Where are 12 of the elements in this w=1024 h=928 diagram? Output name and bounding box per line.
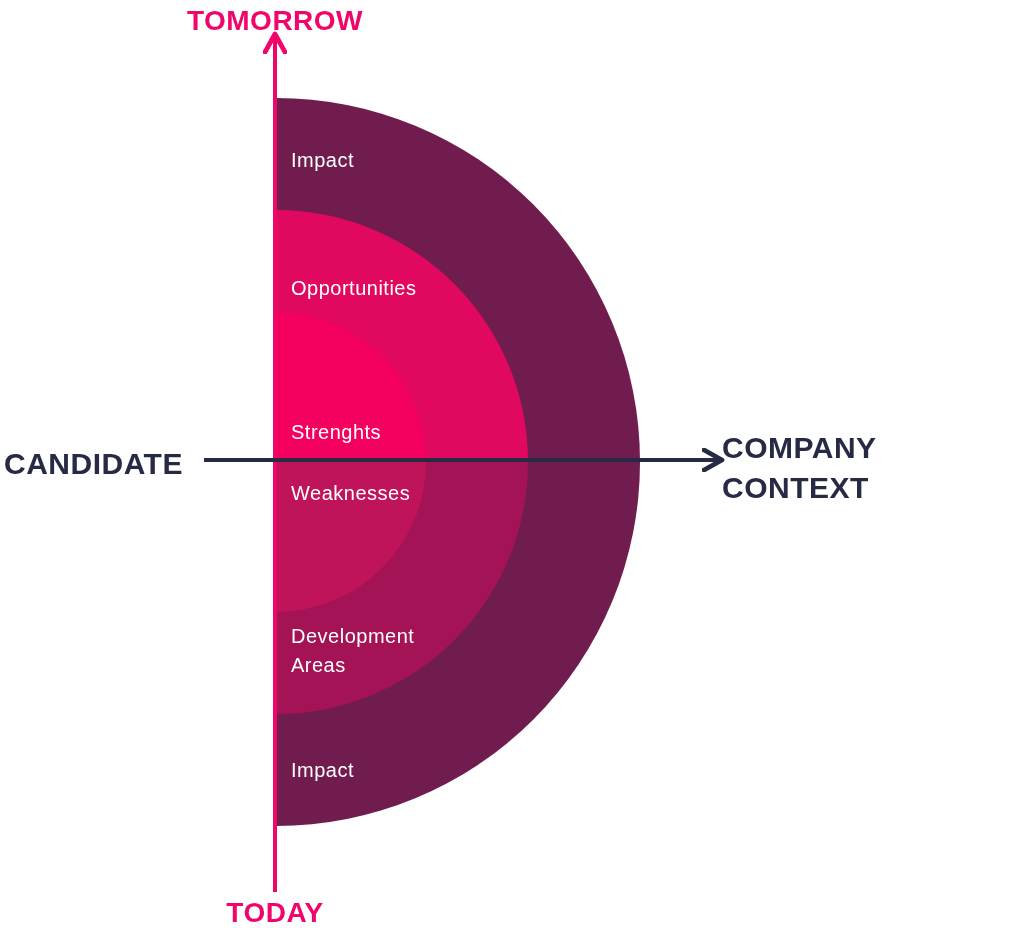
ring-label: Opportunities	[291, 276, 418, 301]
axis-label: CANDIDATE	[4, 441, 204, 479]
ring-label: Weaknesses	[291, 481, 412, 506]
arrow	[204, 447, 725, 473]
ring-label: Impact	[291, 148, 356, 173]
axis-label: COMPANY CONTEXT	[722, 428, 922, 508]
axis-label: TODAY	[175, 892, 375, 926]
ring-label: Development Areas	[291, 624, 416, 678]
axis-label: TOMORROW	[175, 0, 375, 34]
ring-label: Strenghts	[291, 420, 383, 445]
arrow	[262, 31, 288, 892]
ring-label: Impact	[291, 758, 356, 783]
